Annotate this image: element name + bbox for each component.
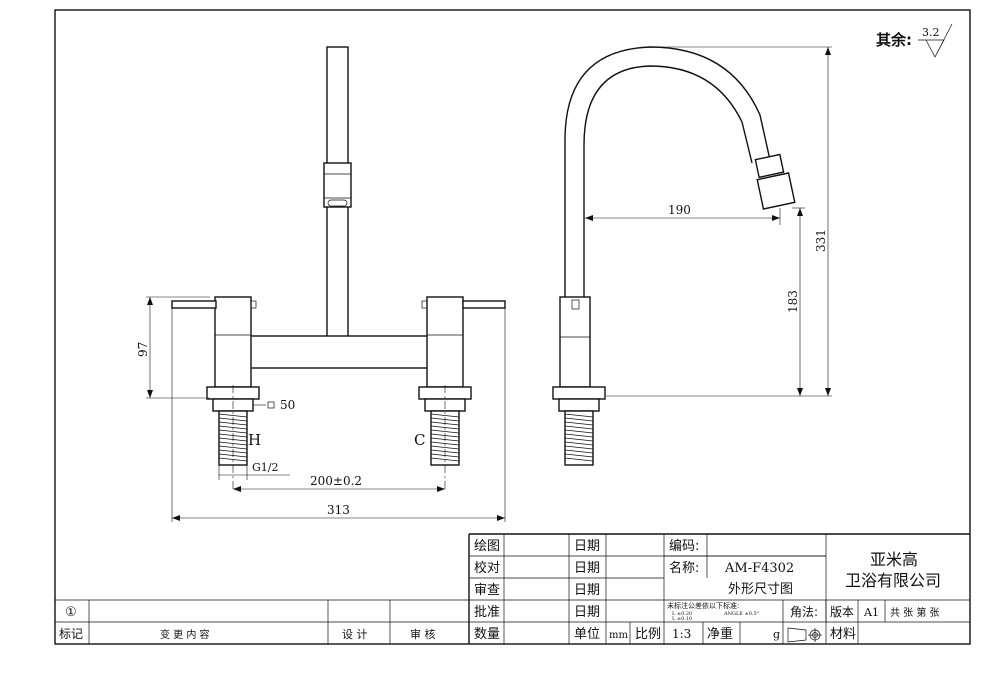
side-valve-body [559,296,591,388]
thread-line [564,437,594,442]
thread-line [218,445,248,450]
tb-weight-unit: g [773,628,780,641]
left-handle [171,300,217,309]
aerator [756,172,796,210]
dim-center-distance: 200±0.2 [310,474,362,488]
thread-line [564,441,594,446]
side-dimensions: 190 183 331 [585,46,832,397]
thread-line [564,457,594,462]
thread-line [564,433,594,438]
thread-line [218,441,248,446]
square-symbol-icon [267,401,275,409]
title-block: 绘图 校对 审查 批准 日期 日期 日期 日期 编码: 名称: AM-F4302… [55,533,970,644]
right-handle [462,300,506,309]
surface-note-label: 其余: [876,31,912,49]
thread-line [430,441,460,446]
roughness-symbol-icon [918,23,953,58]
tb-mark: 标记 [59,627,83,641]
dim-spout-height: 183 [786,290,800,313]
dim-height-body: 97 [136,342,150,357]
thread-line [564,417,594,422]
spout-inner-curve [583,65,753,297]
tb-tolerance-note: 未标注公差依以下标准: [667,601,739,610]
dim-square: 50 [280,398,295,412]
tb-version: 版本 [830,605,854,619]
company-name-line2: 卫浴有限公司 [845,571,941,590]
tb-audit: 审 核 [410,627,436,641]
thread-line [218,425,248,430]
thread-line [218,429,248,434]
side-threaded-shank [564,410,594,466]
tb-material: 材料 [830,627,856,642]
drawing-frame [54,9,971,645]
tb-reviewed: 审查 [474,583,500,598]
tb-approved: 批准 [474,605,500,620]
tb-checked: 校对 [474,560,500,576]
thread-line [564,421,594,426]
thread-line [564,413,594,418]
tb-name: 名称: [669,560,699,576]
front-view [171,46,506,492]
tb-code: 编码: [669,539,699,554]
dim-thread: G1/2 [252,461,279,474]
tb-drawing-title: 外形尺寸图 [728,582,793,597]
revision-mark: ① [65,605,77,620]
company-name-line1: 亚米高 [870,550,918,569]
thread-line [564,445,594,450]
tb-tol-l: L ±0.20 [672,611,692,617]
dim-total-height: 331 [814,229,828,252]
side-view [552,46,796,466]
bridge-bar [249,335,431,369]
tb-quantity: 数量 [474,627,500,642]
spout-outer-curve [564,46,771,297]
dim-overall-width: 313 [327,503,350,517]
thread-line [430,413,460,418]
tb-change: 变 更 内 容 [160,628,210,641]
thread-line [564,425,594,430]
tb-net-weight: 净重 [707,626,733,642]
tb-scale: 比例 [635,627,661,642]
thread-line [218,413,248,418]
thread-line [430,445,460,450]
label-hot: H [248,431,261,449]
tb-design: 设 计 [342,628,368,641]
thread-line [564,453,594,458]
tb-scale-value: 1:3 [672,627,691,641]
thread-line [218,457,248,462]
thread-line [564,429,594,434]
tb-model: AM-F4302 [724,561,794,576]
label-cold: C [414,431,425,449]
riser-collar [323,162,352,208]
tb-tol-l2: L ±0.10 [672,616,692,622]
front-dimensions: 97 50 H C G1/2 200±0.2 313 [136,296,506,522]
thread-line [564,449,594,454]
thread-line [430,429,460,434]
tb-date-3: 日期 [574,583,600,598]
tb-date-2: 日期 [574,561,600,576]
dim-spout-reach: 190 [668,203,691,217]
tb-drawn: 绘图 [474,539,500,554]
surface-note-value: 3.2 [922,26,940,39]
tb-date-4: 日期 [574,605,600,620]
spout-joint [754,153,785,179]
tb-sheets: 共 张 第 张 [890,606,940,619]
tb-unit-value: mm [609,630,628,641]
right-valve-body [426,296,464,388]
projection-symbol-icon [787,627,822,643]
tb-angle-method: 角法: [790,605,818,619]
tb-unit: 单位 [574,627,600,642]
tb-date-1: 日期 [574,539,600,554]
tb-version-value: A1 [863,606,879,619]
thread-line [430,425,460,430]
tb-tol-angle: ANGLE ±0.5° [723,611,760,617]
left-valve-body [214,296,252,388]
thread-line [430,457,460,462]
